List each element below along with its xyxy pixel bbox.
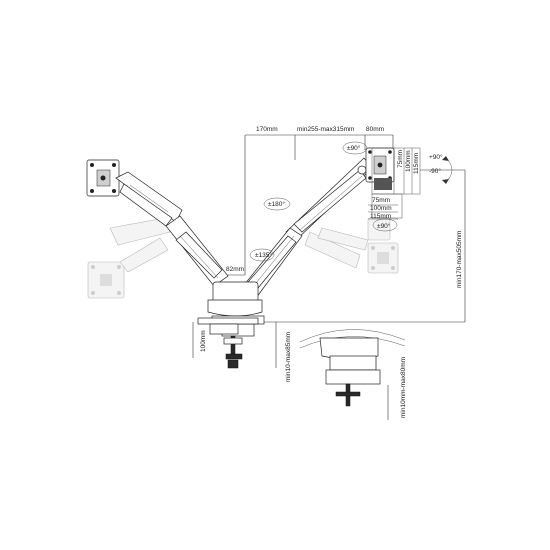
label-height: min170-max505mm: [456, 231, 463, 288]
label-rot135: ±135°: [255, 251, 272, 259]
rotation-badge-135: [249, 248, 275, 262]
left-vesa-plate: [86, 159, 120, 197]
label-clamp-range: min10-max85mm: [285, 332, 292, 382]
left-lower-arm: [165, 215, 229, 287]
right-upper-arm: [285, 157, 373, 241]
label-82mm: 82mm: [226, 266, 244, 273]
grommet-detail: [299, 329, 406, 407]
ghost-left-plate: [87, 261, 125, 299]
label-v115: 115mm: [413, 153, 420, 174]
tilt-arrow: [442, 156, 453, 184]
label-v100: 100mm: [405, 150, 412, 172]
ghost-left-arm: [109, 217, 171, 273]
label-tilt-neg: -90°: [429, 167, 441, 175]
left-upper-arm: [115, 171, 183, 227]
label-h75: 75mm: [372, 197, 390, 204]
rotation-badge-bottom: [372, 218, 398, 232]
vesa-pattern-box: [368, 147, 421, 220]
label-clamp-h: 100mm: [200, 330, 207, 352]
dimension-lines: [192, 134, 466, 420]
label-h115: 115mm: [370, 213, 391, 220]
rotation-badge-180: [263, 197, 291, 211]
label-170mm: 170mm: [256, 126, 278, 133]
rotation-badge-top: [342, 141, 368, 155]
label-tilt-pos: +90°: [429, 153, 443, 161]
label-v75: 75mm: [397, 150, 404, 168]
label-rot180: ±180°: [268, 200, 285, 208]
label-grommet-range: min10mm-max80mm: [400, 357, 407, 418]
label-swivel-top: ±90°: [347, 144, 361, 152]
label-swivel-bottom: ±90°: [377, 222, 391, 230]
desk-clamp: [197, 317, 259, 369]
label-reach: min255-max315mm: [297, 126, 354, 133]
label-80mm: 80mm: [366, 126, 384, 133]
right-vesa-plate: [365, 147, 395, 183]
label-h100: 100mm: [370, 205, 392, 212]
ghost-right-arm: [304, 227, 369, 269]
